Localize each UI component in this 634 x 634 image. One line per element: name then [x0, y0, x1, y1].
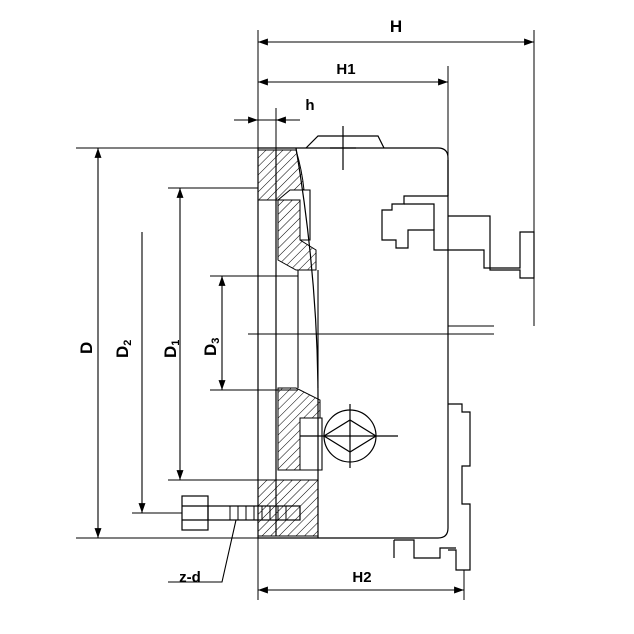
label-H2: H2 — [352, 569, 371, 586]
label-zd: z-d — [179, 569, 201, 586]
hatch-section-lower — [277, 387, 321, 471]
label-h: h — [305, 97, 314, 114]
inner-slot-upper — [296, 189, 311, 241]
label-D2-text: D2 — [113, 340, 134, 358]
label-D3: D3 — [201, 338, 222, 356]
jaw-bottom-foot — [394, 539, 456, 559]
label-D1: D1 — [161, 340, 182, 358]
label-D: D — [77, 342, 96, 354]
jaw-top — [381, 195, 535, 279]
jaw-bottom — [448, 403, 471, 571]
label-D1-text: D1 — [161, 340, 182, 358]
label-D-text: D — [77, 342, 96, 354]
jaw-top-step — [404, 203, 435, 230]
screw-head — [181, 495, 209, 531]
hatch-section-bottom — [257, 479, 319, 537]
label-H: H — [390, 17, 402, 36]
chuck-body-outline — [257, 147, 449, 539]
label-D3-text: D3 — [201, 338, 222, 356]
label-D2: D2 — [113, 340, 134, 358]
top-mounting-bump — [305, 135, 385, 149]
hatch-section-upper — [277, 199, 317, 271]
label-H1: H1 — [336, 61, 355, 78]
zd-leader — [168, 519, 237, 583]
hatch-section-top — [257, 149, 305, 201]
inner-slot-lower — [300, 417, 323, 471]
